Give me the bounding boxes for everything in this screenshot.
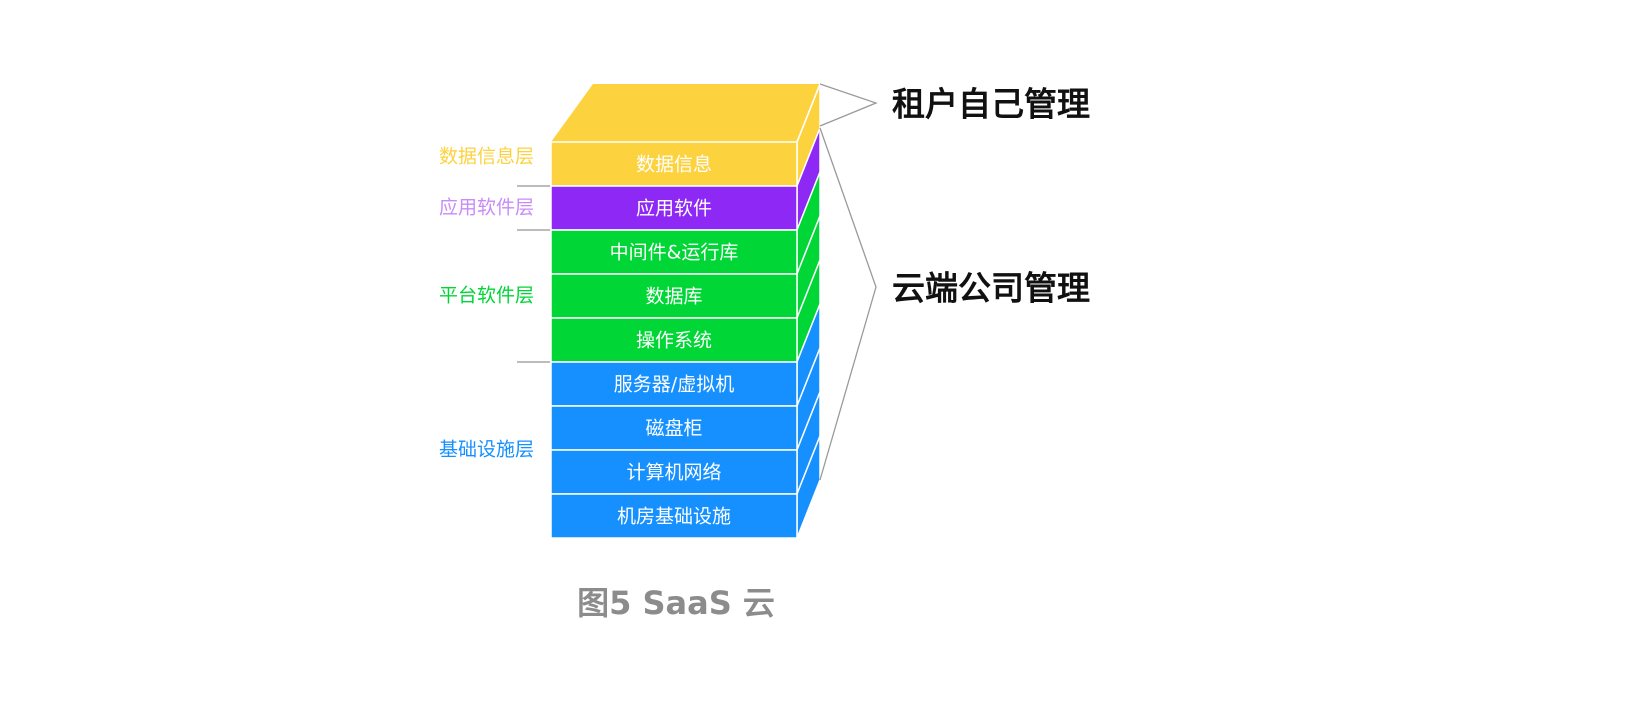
- row-label: 操作系统: [636, 330, 712, 352]
- stack-row: 机房基础设施: [550, 435, 821, 539]
- row-front-face: [550, 361, 798, 407]
- tenant-bracket: [819, 83, 878, 127]
- layer-labels: 数据信息层 应用软件层 平台软件层 基础设施层: [439, 146, 534, 461]
- stack-rows: 数据信息应用软件中间件&运行库数据库操作系统服务器/虚拟机磁盘柜计算机网络机房基…: [550, 83, 821, 539]
- layer-separators: [517, 185, 551, 363]
- cloud-managed-label: 云端公司管理: [892, 269, 1090, 308]
- stack-row: 服务器/虚拟机: [550, 303, 821, 407]
- stack-row: 磁盘柜: [550, 347, 821, 451]
- row-front-face: [550, 273, 798, 319]
- row-front-face: [550, 185, 798, 231]
- management-brackets: [819, 83, 878, 481]
- stack-row: 操作系统: [550, 259, 821, 363]
- row-label: 数据库: [645, 286, 702, 308]
- stack-row: 中间件&运行库: [550, 171, 821, 275]
- row-label: 数据信息: [636, 154, 712, 176]
- row-label: 机房基础设施: [617, 506, 731, 528]
- layer-label-platform: 平台软件层: [439, 285, 534, 307]
- row-front-face: [550, 229, 798, 275]
- row-front-face: [550, 493, 798, 539]
- stack-top-face: [551, 84, 820, 142]
- row-front-face: [550, 317, 798, 363]
- layer-label-application: 应用软件层: [439, 197, 534, 219]
- row-label: 服务器/虚拟机: [614, 374, 734, 396]
- figure-caption: 图5 SaaS 云: [577, 584, 775, 622]
- row-label: 应用软件: [636, 198, 712, 220]
- stack-row: 计算机网络: [550, 391, 821, 495]
- tenant-managed-label: 租户自己管理: [892, 85, 1090, 124]
- cloud-bracket: [819, 127, 877, 481]
- layer-label-data: 数据信息层: [439, 146, 534, 168]
- row-front-face: [550, 405, 798, 451]
- row-label: 中间件&运行库: [610, 242, 739, 264]
- row-label: 计算机网络: [626, 462, 721, 484]
- stack-row: 数据信息: [550, 83, 821, 187]
- layer-label-infrastructure: 基础设施层: [439, 439, 534, 461]
- top-edge: [796, 83, 821, 143]
- row-front-face: [550, 141, 798, 187]
- top-face: [551, 84, 820, 142]
- stack-row: 数据库: [550, 215, 821, 319]
- row-front-face: [550, 449, 798, 495]
- row-label: 磁盘柜: [645, 418, 702, 440]
